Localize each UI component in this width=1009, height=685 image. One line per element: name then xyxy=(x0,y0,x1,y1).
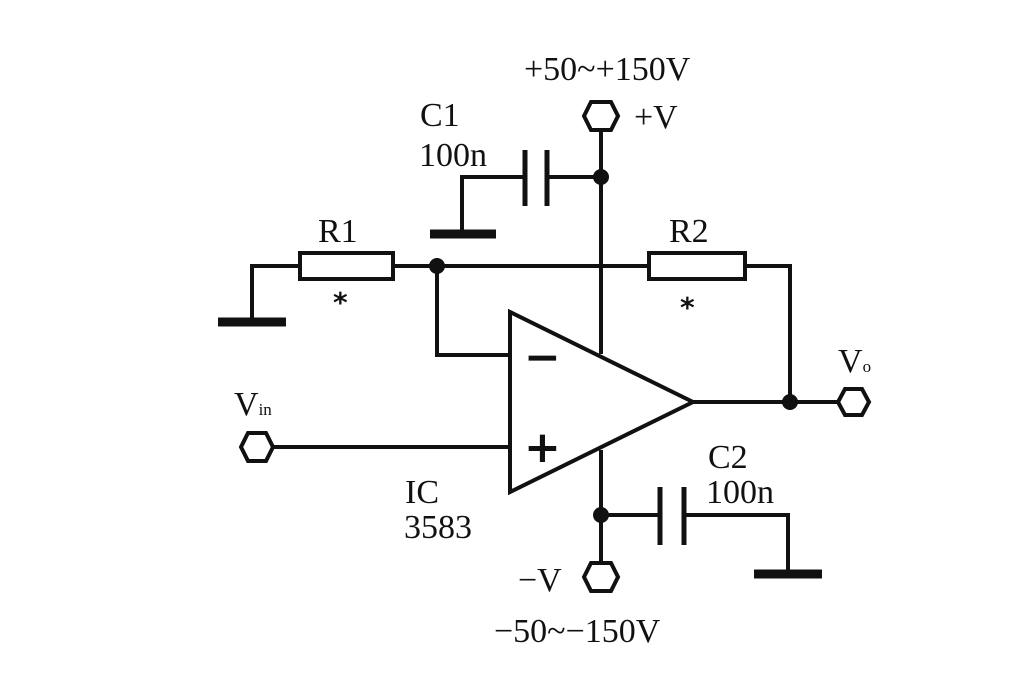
opamp-noninverting-sign: + xyxy=(524,422,561,473)
input-label: Vin xyxy=(234,386,272,423)
opamp-name-label: IC xyxy=(405,474,439,511)
c1-capacitor xyxy=(522,150,550,206)
positive-supply-terminal xyxy=(581,100,621,132)
r1-name-label: R1 xyxy=(318,213,358,250)
r2-mark-label: * xyxy=(680,291,695,324)
output-junction-dot xyxy=(782,394,798,410)
r1-mark-label: * xyxy=(333,286,348,319)
r1-resistor xyxy=(298,251,395,281)
c1-value-label: 100n xyxy=(419,137,487,174)
opamp-part-label: 3583 xyxy=(404,509,472,546)
negative-supply-terminal xyxy=(581,561,621,593)
r2-name-label: R2 xyxy=(669,213,709,250)
r1-ground-wire xyxy=(250,264,302,322)
positive-supply-terminal-label: +V xyxy=(634,99,678,136)
inverting-input-wire xyxy=(435,264,512,357)
c2-value-label: 100n xyxy=(706,474,774,511)
opamp-inverting-sign: − xyxy=(524,332,561,383)
c2-junction-dot xyxy=(593,507,609,523)
c1-name-label: C1 xyxy=(420,97,460,134)
c1-left-wire xyxy=(460,175,527,234)
c1-junction-dot xyxy=(593,169,609,185)
r2-resistor xyxy=(647,251,747,281)
output-label: Vo xyxy=(838,343,871,380)
negative-supply-range-label: −50~−150V xyxy=(494,613,661,650)
input-terminal xyxy=(238,431,276,463)
negative-supply-terminal-label: −V xyxy=(518,562,562,599)
positive-supply-range-label: +50~+150V xyxy=(524,51,691,88)
r2-output-wire xyxy=(743,264,792,404)
c2-right-wire xyxy=(682,513,790,574)
feedback-junction-dot xyxy=(429,258,445,274)
c2-capacitor xyxy=(657,487,687,545)
wires xyxy=(250,128,840,574)
opamp-triangle xyxy=(508,308,698,496)
c2-name-label: C2 xyxy=(708,439,748,476)
output-terminal xyxy=(835,387,872,417)
